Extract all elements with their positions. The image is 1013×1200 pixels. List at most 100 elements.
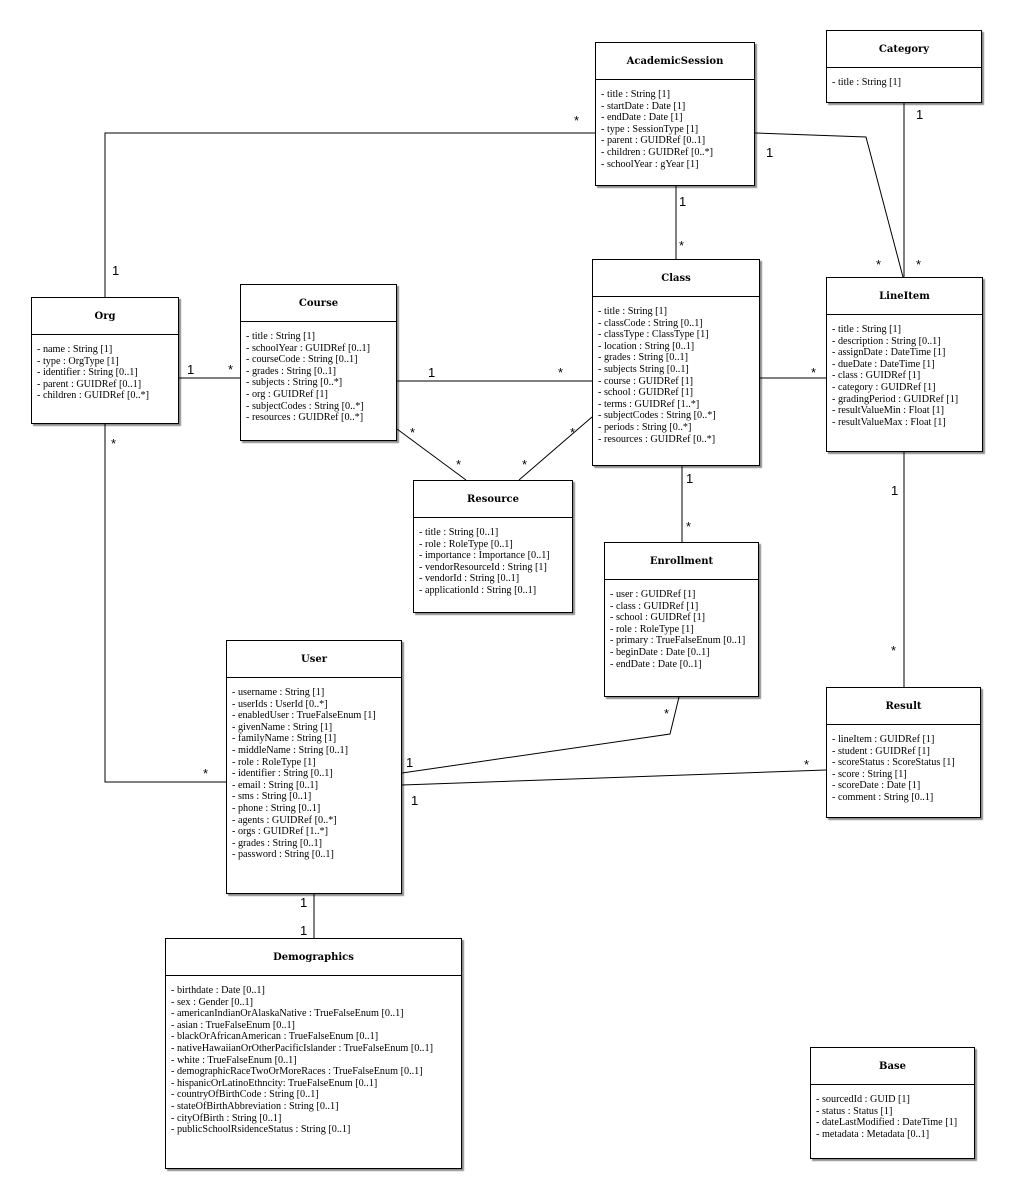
attribute: - courseCode : String [0..1]: [246, 354, 358, 366]
attribute: - school : GUIDRef [1]: [598, 387, 694, 399]
association-org-session: [104, 132, 595, 297]
attribute: - beginDate : Date [0..1]: [610, 646, 710, 658]
attribute: - password : String [0..1]: [232, 849, 334, 861]
attribute: - subjectCodes : String [0..*]: [246, 400, 364, 412]
attribute: - title : String [1]: [832, 77, 902, 88]
attribute: - familyName : String [1]: [232, 733, 337, 745]
attribute: - gradingPeriod : GUIDRef [1]: [832, 393, 959, 405]
attribute: - score : String [1]: [832, 768, 907, 780]
multiplicity-course-resource-from: *: [410, 425, 416, 440]
attribute: - cityOfBirth : String [0..1]: [171, 1112, 282, 1124]
multiplicity-user-enrollment-from: 1: [406, 755, 414, 770]
attribute-list: - title : String [1]- description : Stri…: [827, 315, 982, 428]
multiplicity-org-session-to: *: [574, 113, 580, 128]
class-name: Class: [593, 260, 759, 297]
attribute-list: - username : String [1]- userIds : UserI…: [227, 678, 401, 861]
class-name: Resource: [414, 481, 572, 518]
multiplicity-class-resource-from: *: [570, 425, 576, 440]
class-name: User: [227, 641, 401, 678]
multiplicity-class-resource-to: *: [522, 457, 528, 472]
attribute-list: - lineItem : GUIDRef [1]- student : GUID…: [827, 725, 980, 804]
multiplicity-org-course-to: *: [228, 362, 234, 377]
class-name: Org: [32, 298, 178, 335]
attribute: - grades : String [0..1]: [232, 837, 322, 849]
attribute: - student : GUIDRef [1]: [832, 745, 930, 757]
attribute: - class : GUIDRef [1]: [610, 600, 699, 612]
multiplicity-org-session-from: 1: [112, 263, 120, 278]
multiplicity-course-class-to: *: [558, 365, 564, 380]
multiplicity-category-lineitem-to: *: [916, 257, 922, 272]
attribute: - orgs : GUIDRef [1..*]: [232, 826, 329, 838]
multiplicity-org-user-from: *: [111, 436, 117, 451]
attribute: - sex : Gender [0..1]: [171, 996, 254, 1008]
association-user-enrollment: [401, 696, 680, 774]
attribute: - title : String [1]: [832, 324, 902, 335]
attribute: - startDate : Date [1]: [601, 100, 686, 112]
attribute-list: - title : String [1]- startDate : Date […: [596, 80, 754, 170]
association-session-lineitem: [754, 132, 904, 278]
class-name: AcademicSession: [596, 43, 754, 80]
attribute: - resultValueMin : Float [1]: [832, 405, 945, 417]
attribute: - category : GUIDRef [1]: [832, 381, 936, 393]
attribute: - type : OrgType [1]: [37, 355, 119, 367]
attribute: - birthdate : Date [0..1]: [171, 985, 265, 996]
attribute-list: - birthdate : Date [0..1]- sex : Gender …: [166, 976, 461, 1136]
attribute: - title : String [1]: [601, 89, 671, 100]
attribute: - americanIndianOrAlaskaNative : TrueFal…: [171, 1008, 404, 1020]
attribute: - class : GUIDRef [1]: [832, 370, 921, 382]
association-class-resource: [518, 416, 593, 481]
attribute: - scoreDate : Date [1]: [832, 780, 921, 792]
class-box-category: Category- title : String [1]: [826, 30, 982, 103]
attribute: - phone : String [0..1]: [232, 802, 321, 814]
multiplicity-session-class-to: *: [679, 238, 685, 253]
attribute: - endDate : Date [1]: [601, 112, 683, 124]
attribute: - subjects : String [0..*]: [246, 377, 343, 389]
multiplicity-user-demographics-to: 1: [300, 923, 308, 938]
class-name: Result: [827, 688, 980, 725]
multiplicity-user-enrollment-to: *: [664, 706, 670, 721]
attribute: - schoolYear : gYear [1]: [601, 158, 699, 170]
attribute: - enabledUser : TrueFalseEnum [1]: [232, 710, 376, 722]
attribute: - grades : String [0..1]: [598, 352, 688, 364]
attribute: - vendorResourceId : String [1]: [419, 561, 547, 573]
attribute: - subjects String [0..1]: [598, 363, 689, 375]
class-box-org: Org - name : String [1]- type : OrgType […: [31, 297, 179, 424]
attribute: - stateOfBirthAbbreviation : String [0..…: [171, 1100, 339, 1112]
multiplicity-user-demographics-from: 1: [300, 895, 308, 910]
multiplicity-course-class-from: 1: [428, 365, 436, 380]
attribute: - importance : Importance [0..1]: [419, 550, 550, 562]
attribute: - subjectCodes : String [0..*]: [598, 410, 716, 422]
attribute: - comment : String [0..1]: [832, 791, 934, 803]
attribute: - applicationId : String [0..1]: [419, 584, 537, 596]
attribute: - endDate : Date [0..1]: [610, 658, 702, 670]
attribute: - countryOfBirthCode : String [0..1]: [171, 1089, 319, 1101]
class-box-class: Class- title : String [1]- classCode : S…: [592, 259, 760, 466]
attribute: - hispanicOrLatinoEthncity: TrueFalseEnu…: [171, 1077, 378, 1089]
attribute: - user : GUIDRef [1]: [610, 589, 696, 600]
multiplicity-session-class-from: 1: [679, 194, 687, 209]
attribute: - name : String [1]: [37, 344, 113, 355]
attribute: - asian : TrueFalseEnum [0..1]: [171, 1019, 295, 1031]
multiplicity-user-result-to: *: [804, 757, 810, 772]
attribute: - primary : TrueFalseEnum [0..1]: [610, 635, 746, 647]
attribute: - title : String [1]: [246, 331, 316, 342]
class-box-academic-session: AcademicSession- title : String [1]- sta…: [595, 42, 755, 186]
attribute: - role : RoleType [1]: [232, 756, 316, 768]
class-box-demographics: Demographics- birthdate : Date [0..1]- s…: [165, 938, 462, 1169]
attribute: - role : RoleType [0..1]: [419, 538, 513, 550]
multiplicity-session-lineitem-from: 1: [766, 145, 774, 160]
attribute: - dateLastModified : DateTime [1]: [816, 1117, 958, 1129]
multiplicity-session-lineitem-to: *: [876, 257, 882, 272]
attribute: - userIds : UserId [0..*]: [232, 698, 328, 710]
attribute: - resources : GUIDRef [0..*]: [246, 412, 364, 424]
multiplicity-org-user-to: *: [203, 766, 209, 781]
attribute: - parent : GUIDRef [0..1]: [37, 378, 142, 390]
attribute: - resources : GUIDRef [0..*]: [598, 433, 716, 445]
attribute: - vendorId : String [0..1]: [419, 573, 520, 585]
multiplicity-user-result-from: 1: [411, 793, 419, 808]
attribute: - lineItem : GUIDRef [1]: [832, 734, 935, 745]
attribute: - classType : ClassType [1]: [598, 329, 709, 341]
class-name: Enrollment: [605, 543, 758, 580]
attribute: - blackOrAfricanAmerican : TrueFalseEnum…: [171, 1031, 379, 1043]
